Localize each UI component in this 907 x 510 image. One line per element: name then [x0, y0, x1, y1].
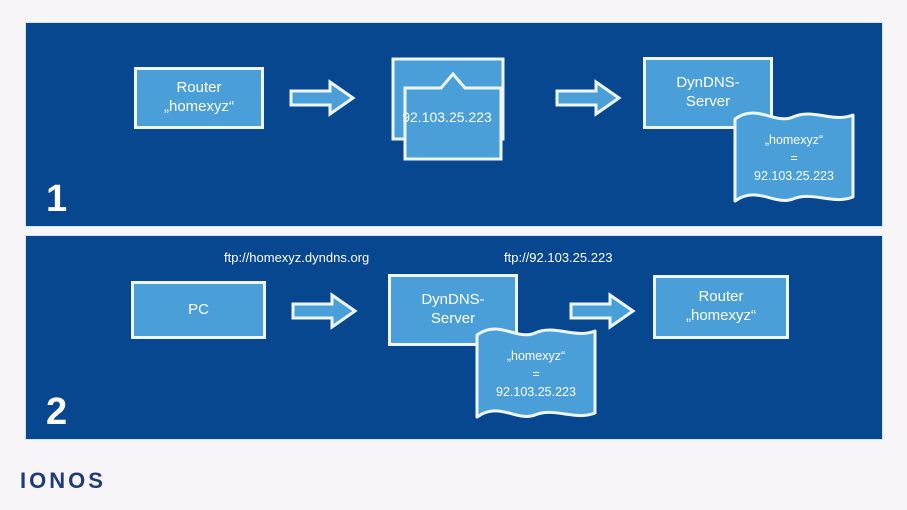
arrow-right-icon: [568, 291, 636, 331]
edge-label-ftp-hostname: ftp://homexyz.dyndns.org: [224, 250, 370, 265]
arrow-right-icon: [288, 78, 356, 118]
node-router-homexyz-step2: Router „homexyz“: [653, 275, 789, 339]
panel-2-number: 2: [46, 391, 68, 433]
mapping-banner-step1: „homexyz“ = 92.103.25.223: [729, 105, 859, 215]
edge-label-ftp-ip: ftp://92.103.25.223: [504, 250, 613, 265]
panel-step-2: 2 ftp://homexyz.dyndns.org ftp://92.103.…: [25, 235, 883, 440]
document-stack-icon: 92.103.25.223: [383, 53, 523, 163]
node-router-homexyz-step1: Router „homexyz“: [134, 67, 264, 129]
arrow-right-icon: [290, 291, 358, 331]
panel-step-1: 1 Router „homexyz“ 92.103.25.223 DynDNS-…: [25, 22, 883, 227]
mapping-banner-step2: „homexyz“ = 92.103.25.223: [471, 321, 601, 431]
ionos-logo: IONOS: [20, 468, 106, 493]
panel-1-number: 1: [46, 178, 68, 220]
arrow-right-icon: [554, 78, 622, 118]
node-pc: PC: [131, 281, 266, 339]
